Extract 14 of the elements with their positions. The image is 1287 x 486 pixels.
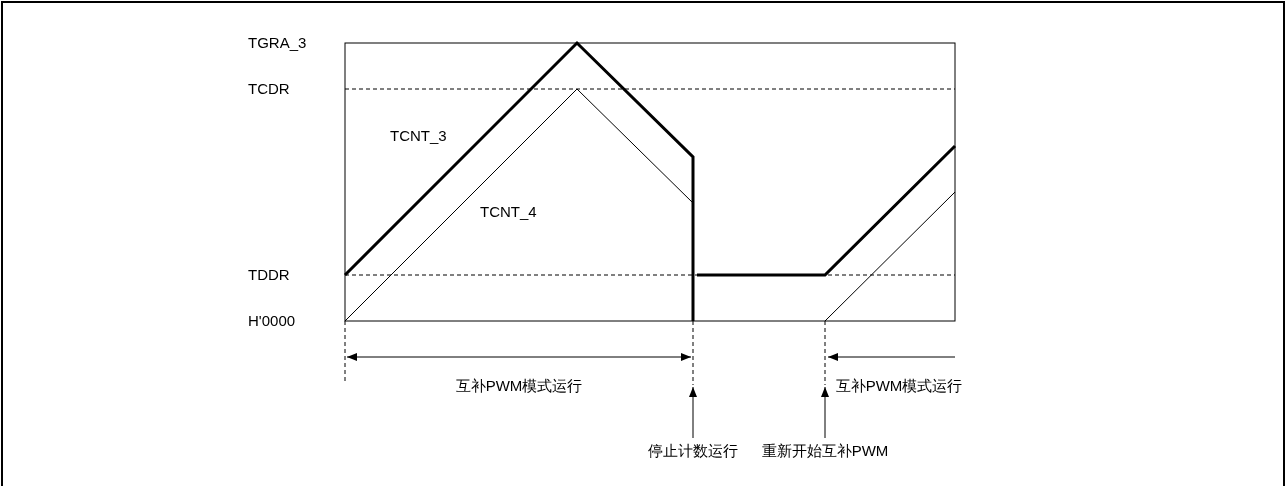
interval-label: 互补PWM模式运行 — [455, 377, 583, 395]
axis-label: TDDR — [248, 266, 290, 284]
axis-label: TGRA_3 — [248, 34, 307, 52]
curve-label: TCNT_3 — [390, 127, 447, 145]
guide-line — [824, 320, 826, 386]
axis-label: H'0000 — [248, 312, 296, 330]
interval-label: 互补PWM模式运行 — [835, 377, 963, 395]
guide-line — [692, 320, 694, 386]
arrow — [689, 386, 697, 439]
annotation-text: 停止计数运行 — [648, 442, 738, 460]
annotation-text: 重新开始互补PWM — [761, 442, 889, 460]
arrow — [821, 386, 829, 439]
axis-label: TCDR — [248, 80, 290, 98]
curve-label: TCNT_4 — [480, 203, 537, 221]
